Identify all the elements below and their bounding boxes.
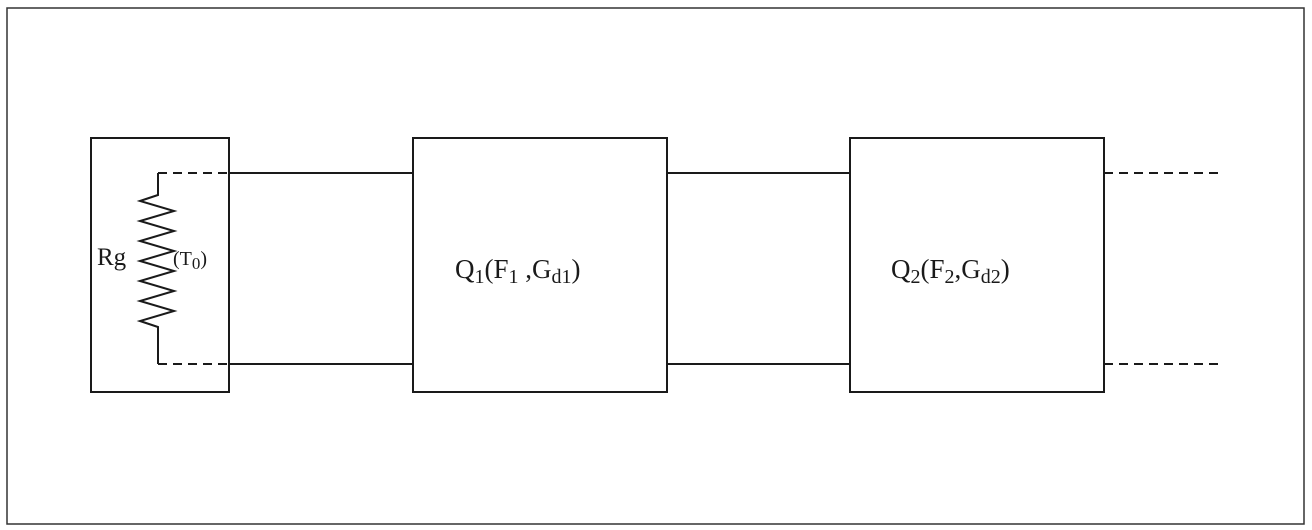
stage-q1-q: Q — [455, 254, 475, 284]
stage-q2-g-sep: ,G — [955, 254, 981, 284]
stage-q2-q: Q — [891, 254, 911, 284]
stage-q2-q-subscript: 2 — [911, 266, 921, 288]
stage-q2-label: Q2(F2,Gd2) — [891, 254, 1010, 288]
temperature-label: (T0) — [173, 248, 207, 273]
resistor-label: Rg — [97, 244, 127, 271]
stage-q1-g-sep: ,G — [519, 254, 552, 284]
stage-q1-label: Q1(F1 ,Gd1) — [455, 254, 581, 288]
temperature-open: (T — [173, 248, 192, 270]
stage-q1-f-subscript: 1 — [509, 266, 519, 288]
stage-q1-close: ) — [572, 254, 581, 284]
stage-q2-box — [849, 137, 1105, 393]
temperature-close: ) — [200, 248, 207, 270]
stage-q2-f-open: (F — [921, 254, 945, 284]
stage-q1-f-open: (F — [485, 254, 509, 284]
stage-q2-close: ) — [1001, 254, 1010, 284]
outer-frame — [6, 7, 1305, 525]
stage-q2-f-subscript: 2 — [945, 266, 955, 288]
stage-q1-box — [412, 137, 668, 393]
stage-q1-g-subscript: d1 — [552, 266, 572, 288]
stage-q2-g-subscript: d2 — [981, 266, 1001, 288]
resistor-icon — [136, 173, 178, 364]
temperature-subscript: 0 — [192, 254, 201, 273]
source-box — [90, 137, 230, 393]
stage-q1-q-subscript: 1 — [475, 266, 485, 288]
